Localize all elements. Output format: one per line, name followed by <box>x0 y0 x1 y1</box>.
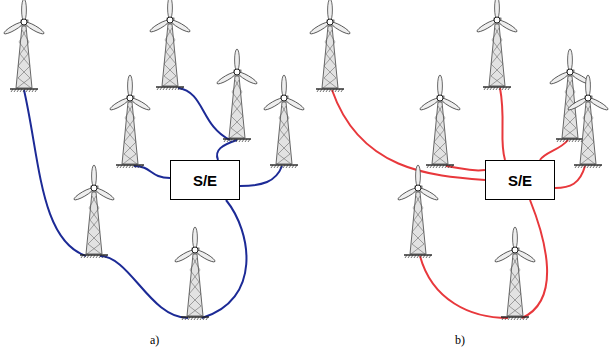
wind-turbines-a <box>3 0 305 320</box>
panel-letter: b) <box>455 333 465 348</box>
substation-box: S/E <box>170 160 240 200</box>
substation-label: S/E <box>508 172 532 189</box>
cable-b <box>332 88 585 318</box>
wind-turbines-b <box>309 0 609 320</box>
substation-box: S/E <box>485 160 555 200</box>
panel-letter: a) <box>150 333 159 348</box>
substation-label: S/E <box>193 172 217 189</box>
